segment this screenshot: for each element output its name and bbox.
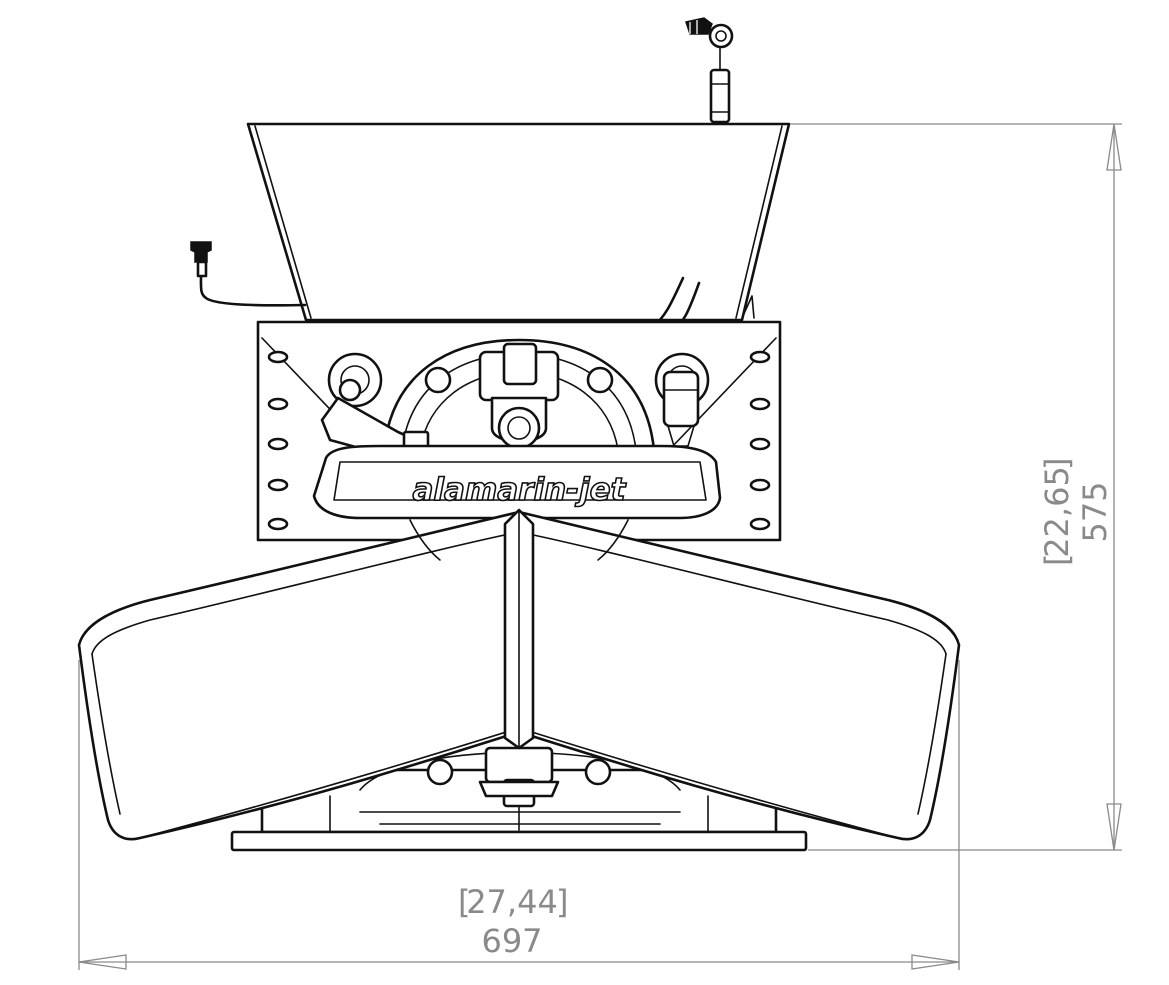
brand-housing: alamarin-jet: [312, 444, 722, 520]
top-sensor-fitting: [685, 17, 734, 124]
height-inches-label: 22,65: [1038, 466, 1076, 558]
mounting-bolts-right: [749, 350, 771, 531]
width-mm-label: 697: [481, 922, 542, 960]
reverse-bucket: [77, 508, 961, 841]
height-bracket-left: [: [1038, 554, 1076, 566]
valve-block: [478, 342, 560, 450]
mounting-bolts-left: [267, 350, 289, 531]
base-flange: [230, 795, 808, 852]
right-sensor-module: [662, 370, 700, 447]
width-bracket-left: [: [458, 883, 470, 921]
height-bracket-right: ]: [1038, 458, 1076, 470]
brand-label: alamarin-jet: [412, 472, 626, 508]
intake-hopper: [246, 122, 791, 322]
left-cable-connector: [190, 241, 307, 307]
lever-arm: [320, 378, 430, 460]
dimension-width: [ 27,44 ] 697: [78, 660, 960, 970]
width-bracket-right: ]: [556, 883, 568, 921]
dimension-height: [ 22,65 ] 575: [790, 123, 1122, 851]
height-mm-label: 575: [1076, 481, 1114, 542]
width-inches-label: 27,44: [466, 883, 558, 921]
